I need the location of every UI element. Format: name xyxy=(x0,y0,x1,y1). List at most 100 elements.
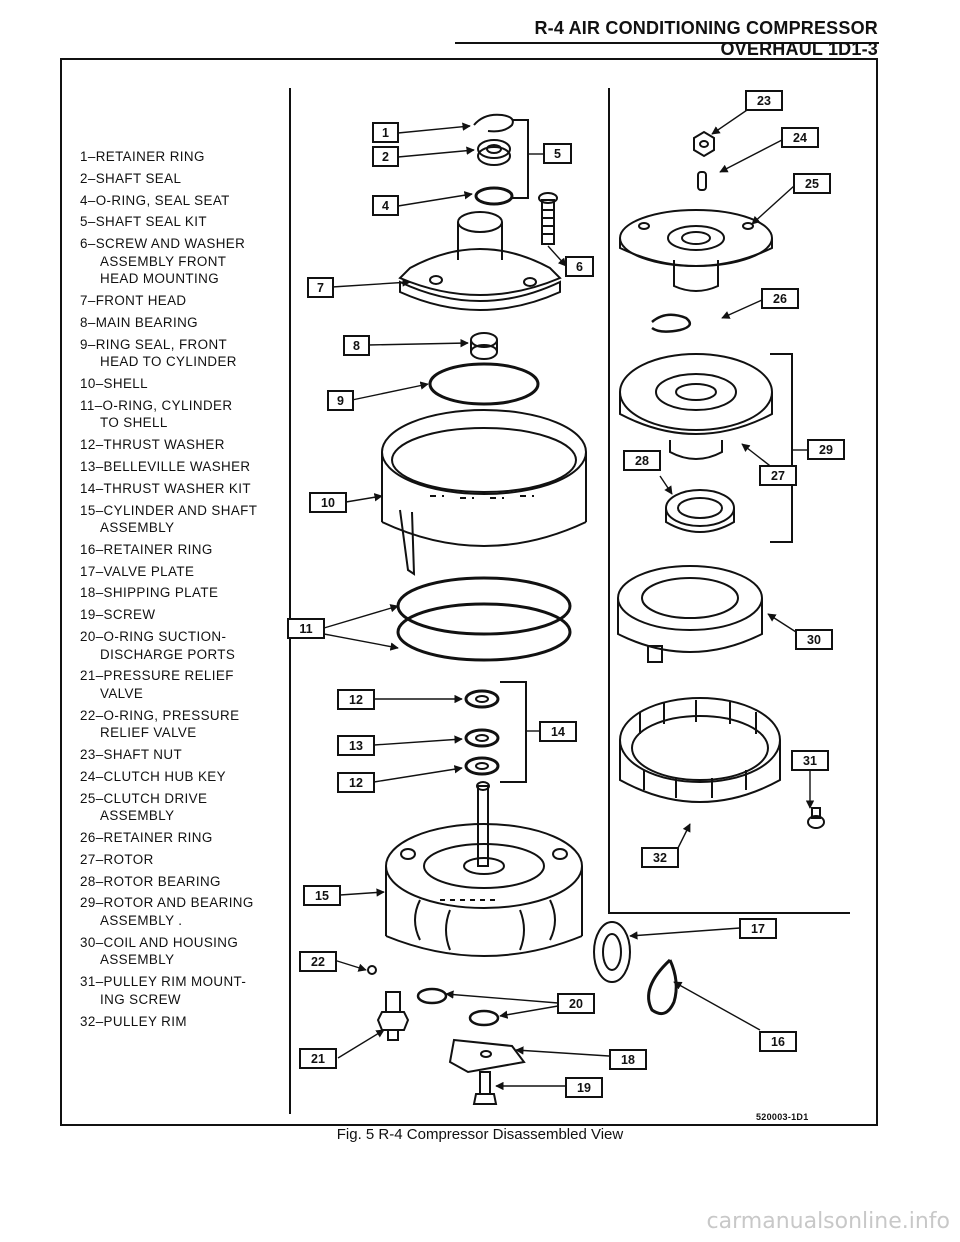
callout-12: 12 xyxy=(349,776,363,790)
legend-item: 10–SHELL xyxy=(80,376,148,392)
legend-item: 8–MAIN BEARING xyxy=(80,314,198,330)
rotor-bearing-assembly-part xyxy=(619,353,773,460)
main-bearing-part xyxy=(470,332,498,360)
legend-item: 28–ROTOR BEARING xyxy=(80,873,221,889)
cylinder-shaft-part xyxy=(385,781,583,957)
callout-9: 9 xyxy=(337,394,344,408)
callout-13: 13 xyxy=(349,739,363,753)
callout-19: 19 xyxy=(577,1081,591,1095)
callout-6: 6 xyxy=(576,260,583,274)
oring-seal-seat-part xyxy=(474,186,514,206)
valve-plate-part xyxy=(593,921,631,983)
callout-24: 24 xyxy=(793,131,807,145)
callout-2: 2 xyxy=(382,150,389,164)
belleville-washer-part xyxy=(464,728,500,748)
callout-16: 16 xyxy=(771,1035,785,1049)
seal-kit-bracket xyxy=(512,119,529,199)
figure-code: 520003-1D1 xyxy=(756,1112,809,1122)
thrust-washer-part xyxy=(464,689,500,709)
legend-item: 32–PULLEY RIM xyxy=(80,1013,187,1029)
legend-item: 12–THRUST WASHER xyxy=(80,437,225,453)
callout-31: 31 xyxy=(803,754,817,768)
suction-discharge-oring-part xyxy=(416,987,448,1005)
page-header: R-4 AIR CONDITIONING COMPRESSOR OVERHAUL… xyxy=(534,18,878,59)
legend-item: 23–SHAFT NUT xyxy=(80,747,183,763)
legend-item: 17–VALVE PLATE xyxy=(80,563,195,579)
callout-32: 32 xyxy=(653,851,667,865)
watermark: carmanualsonline.info xyxy=(706,1209,950,1234)
thrust-washer-part xyxy=(464,756,500,776)
callout-10: 10 xyxy=(321,496,335,510)
legend-item: 1–RETAINER RING xyxy=(80,149,205,164)
suction-discharge-oring-part xyxy=(468,1009,500,1027)
callout-14: 14 xyxy=(551,725,565,739)
shell-part xyxy=(381,409,587,576)
parts-legend: 1–RETAINER RING 2–SHAFT SEAL 4–O-RING, S… xyxy=(80,148,295,1034)
legend-item: 27–ROTOR xyxy=(80,851,154,867)
cylinder-oring-part xyxy=(396,576,572,636)
callout-15: 15 xyxy=(315,889,329,903)
legend-item: 14–THRUST WASHER KIT xyxy=(80,480,251,496)
legend-item: 4–O-RING, SEAL SEAT xyxy=(80,192,230,208)
legend-item: 18–SHIPPING PLATE xyxy=(80,585,219,601)
pulley-screw-part xyxy=(807,807,825,829)
callout-17: 17 xyxy=(751,922,765,936)
figure-caption: Fig. 5 R-4 Compressor Disassembled View xyxy=(336,1126,624,1143)
coil-housing-part xyxy=(617,565,763,663)
callout-22: 22 xyxy=(311,955,325,969)
callout-20: 20 xyxy=(569,997,583,1011)
callout-8: 8 xyxy=(353,339,360,353)
left-divider xyxy=(289,88,291,1114)
cylinder-oring-part xyxy=(396,602,572,662)
legend-item: 19–SCREW xyxy=(80,607,156,623)
front-head-part xyxy=(398,211,562,311)
legend-item: 26–RETAINER RING xyxy=(80,830,213,846)
callout-25: 25 xyxy=(805,177,819,191)
callout-28: 28 xyxy=(635,454,649,468)
callout-11: 11 xyxy=(299,622,312,636)
shaft-nut-part xyxy=(693,130,715,158)
legend-item: 24–CLUTCH HUB KEY xyxy=(80,768,226,784)
rotor-assembly-bracket xyxy=(770,353,793,543)
retainer-ring-part xyxy=(473,113,514,133)
rotor-bearing-part xyxy=(665,489,735,533)
legend-item: 13–BELLEVILLE WASHER xyxy=(80,458,251,474)
retainer-ring-26-part xyxy=(651,313,692,333)
relief-valve-oring-part xyxy=(367,965,377,975)
callout-27: 27 xyxy=(771,469,785,483)
header-rule xyxy=(455,42,879,44)
callout-5: 5 xyxy=(554,147,561,161)
retainer-ring-16-part xyxy=(647,958,678,1016)
right-divider xyxy=(608,88,610,912)
callout-7: 7 xyxy=(317,281,324,295)
ring-seal-part xyxy=(428,362,540,406)
legend-item: 16–RETAINER RING xyxy=(80,541,213,557)
pulley-rim-part xyxy=(619,697,781,803)
clutch-hub-key-part xyxy=(697,171,707,191)
callout-4: 4 xyxy=(382,199,389,213)
figure-frame xyxy=(60,58,878,1126)
callout-23: 23 xyxy=(757,94,771,108)
legend-item: 2–SHAFT SEAL xyxy=(80,170,182,186)
callout-26: 26 xyxy=(773,292,787,306)
callout-30: 30 xyxy=(807,633,821,647)
pressure-relief-valve-part xyxy=(376,991,410,1041)
legend-item: 7–FRONT HEAD xyxy=(80,293,187,309)
thrust-washer-kit-bracket xyxy=(500,681,527,783)
callout-12: 12 xyxy=(349,693,363,707)
legend-item: 20–O-RING SUCTION-DISCHARGE PORTS xyxy=(80,629,236,662)
callout-21: 21 xyxy=(311,1052,325,1066)
plate-screw-part xyxy=(472,1071,498,1105)
callout-29: 29 xyxy=(819,443,833,457)
shipping-plate-part xyxy=(448,1038,526,1074)
